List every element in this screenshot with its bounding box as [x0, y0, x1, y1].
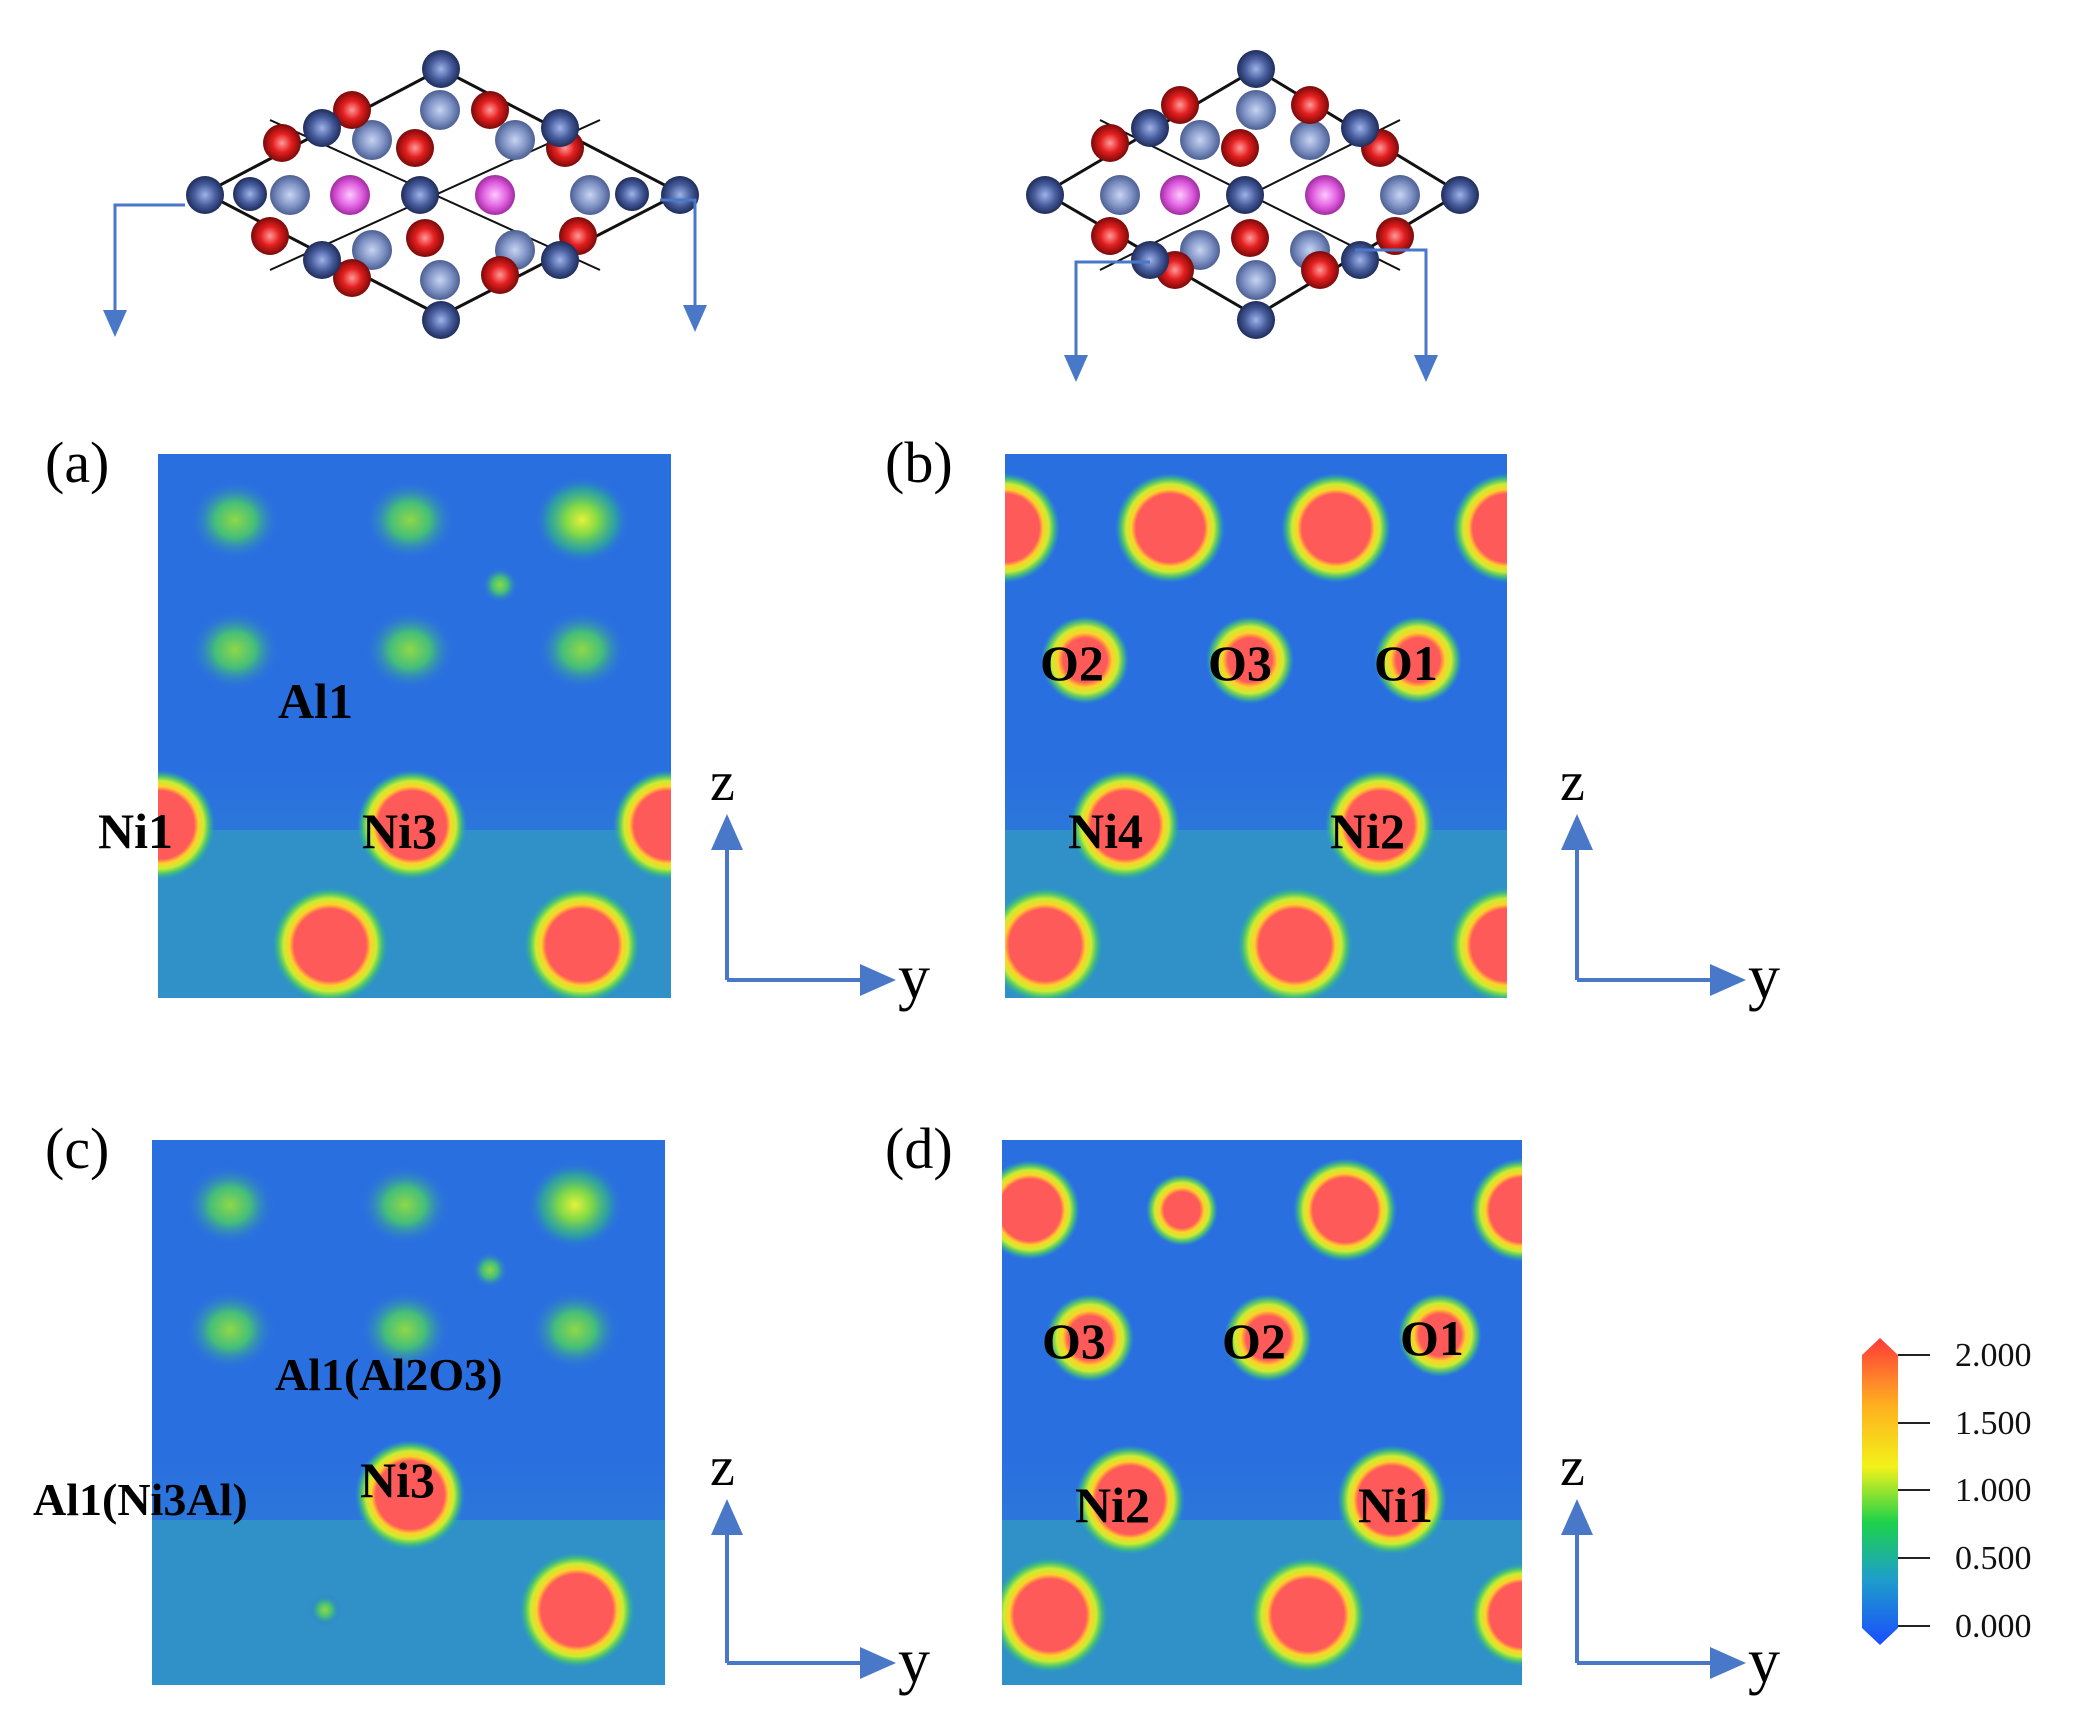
- colorbar-tick-1500: 1.500: [1955, 1405, 2032, 1442]
- panel-b-label: (b): [885, 430, 953, 495]
- panel-b: (b) O2 O3 O1 Ni4 Ni2: [885, 430, 1507, 998]
- axis-y-label-c: y: [898, 1625, 930, 1696]
- cut-arrows-right: [1064, 248, 1438, 382]
- panel-a: (a) Al1 Ni1 Ni3: [45, 430, 671, 998]
- panel-a-label: (a): [45, 430, 109, 495]
- axis-indicator-a: [711, 814, 896, 996]
- atoms-red: [251, 91, 597, 297]
- atom-label-al1-al2o3: Al1(Al2O3): [275, 1349, 502, 1400]
- atoms-light: [1100, 90, 1420, 300]
- colorbar-tick-0000: 0.000: [1955, 1608, 2032, 1645]
- axis-z-label-a: z: [710, 751, 735, 813]
- atom-spheres: [1005, 473, 1507, 998]
- charge-green-spots: [190, 476, 630, 690]
- axis-y-label-b: y: [1748, 941, 1780, 1012]
- panel-d-label: (d): [885, 1116, 953, 1181]
- charge-green-spots: [185, 1161, 623, 1626]
- atom-spheres: [158, 770, 671, 998]
- atom-label-ni2: Ni2: [1075, 1477, 1150, 1533]
- atom-label-o3: O3: [1208, 635, 1272, 691]
- colorbar: 2.000 1.500 1.000 0.500 0.000: [1862, 1337, 2032, 1645]
- axis-z-label-c: z: [710, 1436, 735, 1498]
- axis-y-label-a: y: [898, 941, 930, 1012]
- atom-label-ni2: Ni2: [1330, 803, 1405, 859]
- atom-label-al1-ni3al: Al1(Ni3Al): [33, 1474, 248, 1525]
- atom-label-ni3: Ni3: [362, 803, 437, 859]
- atom-label-o1: O1: [1374, 635, 1438, 691]
- atom-label-ni3: Ni3: [360, 1452, 435, 1508]
- atom-label-ni4: Ni4: [1068, 803, 1143, 859]
- atom-label-o2: O2: [1040, 635, 1104, 691]
- crystal-structure-left: [103, 50, 707, 339]
- atom-label-o2: O2: [1222, 1313, 1286, 1369]
- atom-spheres: [355, 1440, 635, 1668]
- axis-indicator-b: [1561, 814, 1746, 996]
- colorbar-tick-2000: 2.000: [1955, 1337, 2032, 1374]
- atom-label-al1: Al1: [278, 673, 353, 729]
- axis-z-label-b: z: [1560, 751, 1585, 813]
- atoms-pink: [1160, 175, 1345, 215]
- atom-label-o3: O3: [1042, 1313, 1106, 1369]
- atom-label-ni1: Ni1: [98, 803, 173, 859]
- axis-indicator-d: [1561, 1499, 1746, 1679]
- axis-y-label-d: y: [1748, 1625, 1780, 1696]
- atoms-blue: [186, 50, 699, 339]
- atom-label-o1: O1: [1400, 1310, 1464, 1366]
- atom-spheres: [1002, 1158, 1522, 1673]
- panel-c-label: (c): [45, 1116, 109, 1181]
- atom-label-ni1: Ni1: [1358, 1477, 1433, 1533]
- cut-arrows-left: [103, 198, 707, 337]
- panel-d: (d) O3 O2 O1 Ni2 Ni1: [885, 1116, 1522, 1685]
- colorbar-tick-0500: 0.500: [1955, 1540, 2032, 1577]
- axis-indicator-c: [711, 1499, 896, 1679]
- colorbar-tick-1000: 1.000: [1955, 1472, 2032, 1509]
- atoms-red: [1091, 86, 1414, 289]
- atoms-blue: [1026, 50, 1479, 339]
- atoms-light: [270, 90, 610, 300]
- crystal-structure-right: [1026, 50, 1479, 382]
- atoms-pink: [330, 175, 515, 215]
- axis-z-label-d: z: [1560, 1436, 1585, 1498]
- panel-c: (c) Al1(Al2O3) Al1(Ni3Al) Ni3: [33, 1116, 665, 1685]
